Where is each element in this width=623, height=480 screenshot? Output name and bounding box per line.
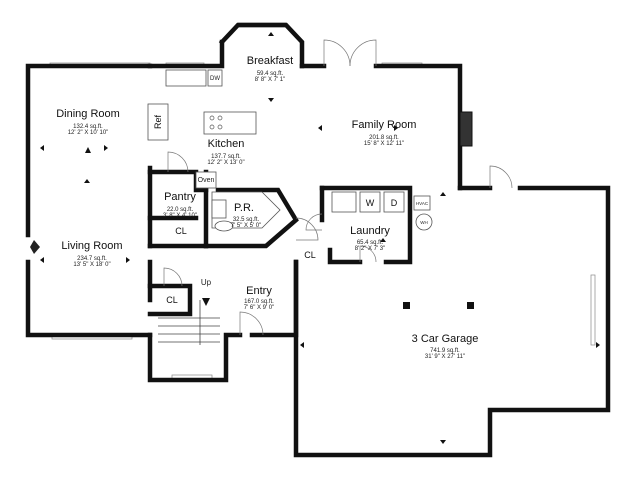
room-area: 32.5 sq.ft. (233, 217, 260, 223)
room-name: Entry (246, 285, 272, 297)
dryer-label: D (391, 198, 398, 208)
room-area: 132.4 sq.ft. (73, 124, 103, 130)
room-area: 201.8 sq.ft. (369, 135, 399, 141)
room-name: Kitchen (208, 138, 245, 150)
room-entry: Entry 167.0 sq.ft. 7' 6" X 9' 0" (244, 285, 275, 311)
room-name: P.R. (234, 202, 254, 214)
room-area: 137.7 sq.ft. (211, 154, 241, 160)
kitchen-fixtures (147, 69, 281, 229)
room-dims: 8' 2" X 7' 3" (355, 246, 386, 252)
stairs-arrow-icon (202, 298, 210, 306)
room-pantry: Pantry 22.0 sq.ft. 3' 8" X 4' 10" (163, 191, 197, 219)
fixtures-other (211, 191, 433, 232)
garage-columns (403, 302, 474, 309)
room-name: 3 Car Garage (412, 333, 479, 345)
room-family: Family Room 201.8 sq.ft. 15' 8" X 12' 11… (352, 119, 417, 147)
room-area: 741.9 sq.ft. (430, 348, 460, 354)
stairs-up-label: Up (201, 278, 212, 287)
room-name: Breakfast (247, 55, 293, 67)
room-laundry: Laundry 65.4 sq.ft. 8' 2" X 7' 3" (350, 225, 390, 252)
fridge-label: Ref (153, 115, 163, 130)
compass-icon (30, 240, 40, 254)
closet-label: CL (166, 295, 178, 305)
room-dims: 8' 8" X 7' 1" (255, 77, 286, 83)
room-dims: 13' 5" X 18' 0" (73, 262, 110, 268)
room-living: Living Room 234.7 sq.ft. 13' 5" X 18' 0" (61, 240, 122, 268)
doors (163, 39, 513, 336)
room-name: Pantry (164, 191, 196, 203)
room-breakfast: Breakfast 59.4 sq.ft. 8' 8" X 7' 1" (247, 55, 293, 83)
room-kitchen: Kitchen 137.7 sq.ft. 12' 2" X 13' 0" (207, 138, 244, 166)
room-name: Dining Room (56, 108, 120, 120)
room-dims: 15' 8" X 12' 11" (364, 141, 404, 147)
closet-label: CL (175, 226, 187, 236)
room-dining: Dining Room 132.4 sq.ft. 12' 2" X 10' 10… (56, 108, 120, 136)
room-name: Laundry (350, 225, 390, 237)
room-area: 22.0 sq.ft. (167, 207, 194, 213)
room-area: 167.0 sq.ft. (244, 299, 274, 305)
room-area: 65.4 sq.ft. (357, 240, 384, 246)
room-dims: 12' 2" X 13' 0" (207, 160, 244, 166)
dishwasher-label: DW (210, 76, 220, 82)
room-dims: 12' 2" X 10' 10" (68, 130, 109, 136)
room-garage: 3 Car Garage 741.9 sq.ft. 31' 9" X 27' 1… (412, 333, 479, 360)
room-dims: 31' 9" X 27' 11" (425, 354, 465, 360)
room-area: 234.7 sq.ft. (77, 256, 107, 262)
room-dims: 3' 8" X 4' 10" (163, 213, 197, 219)
oven-label: Oven (198, 177, 215, 184)
washer-label: W (366, 198, 375, 208)
room-area: 59.4 sq.ft. (257, 71, 284, 77)
room-powder: P.R. 32.5 sq.ft. 7' 5" X 5' 0" (231, 202, 262, 229)
water-heater-label: WH (420, 220, 428, 225)
walls (25, 22, 611, 458)
dimension-markers (40, 32, 600, 444)
room-name: Living Room (61, 240, 122, 252)
closet-label: CL (304, 250, 316, 260)
hvac-label: HVAC (416, 201, 429, 206)
room-dims: 7' 6" X 9' 0" (244, 305, 275, 311)
room-name: Family Room (352, 119, 417, 131)
room-dims: 7' 5" X 5' 0" (231, 223, 262, 229)
